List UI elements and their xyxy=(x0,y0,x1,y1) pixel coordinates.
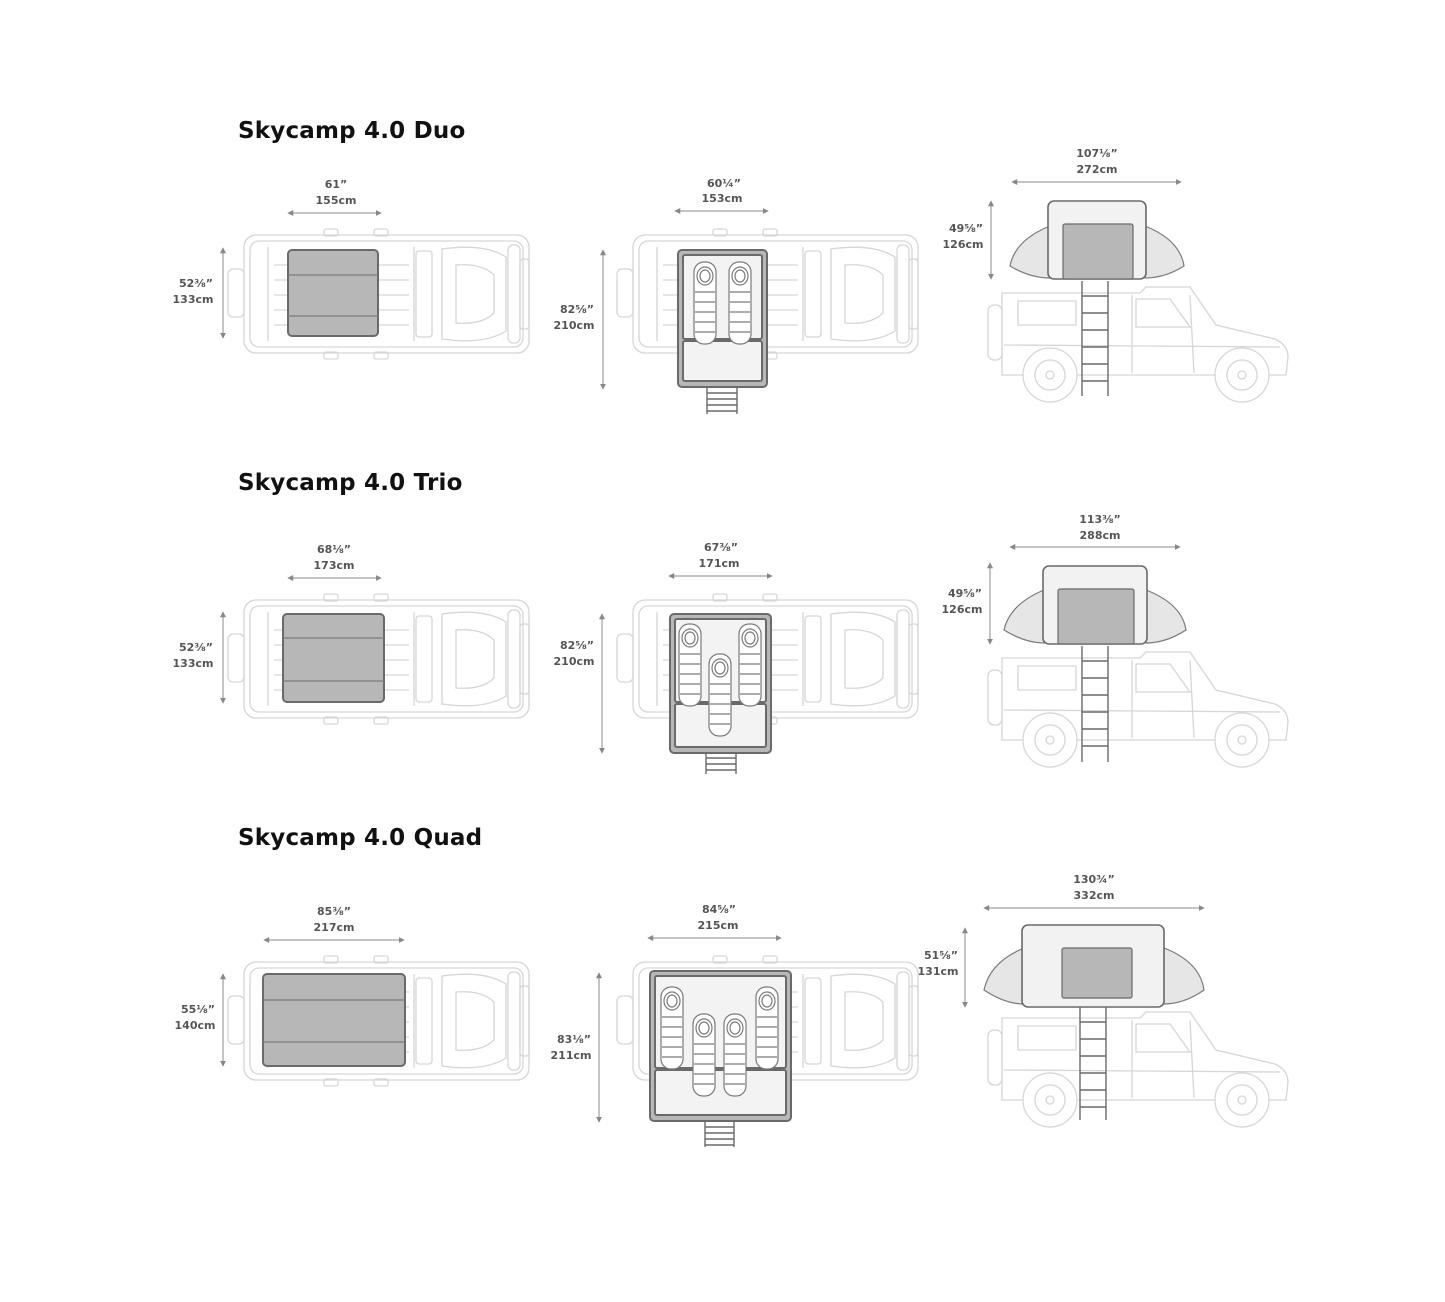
trio-closed-depth-in: 52⅜” xyxy=(179,641,213,654)
quad-closed-width-cm: 217cm xyxy=(314,921,355,934)
duo-closed-width-in: 61” xyxy=(325,178,348,191)
duo-closed-depth-in: 52⅜” xyxy=(179,277,213,290)
quad-side-height-cm: 131cm xyxy=(918,965,959,978)
quad-side-width-cm: 332cm xyxy=(1074,889,1115,902)
quad-side-height-in: 51⅝” xyxy=(924,949,958,962)
trio-closed-depth-cm: 133cm xyxy=(173,657,214,670)
duo-closed-tent xyxy=(287,249,379,337)
duo-closed-width-cm: 155cm xyxy=(316,194,357,207)
trio-side-width-cm: 288cm xyxy=(1080,529,1121,542)
trio-open-length-cm: 210cm xyxy=(554,655,595,668)
trio-side-height-in: 49⅝” xyxy=(948,587,982,600)
title-trio: Skycamp 4.0 Trio xyxy=(238,470,463,496)
trio-side-height-cm: 126cm xyxy=(942,603,983,616)
trio-open-width-in: 67⅜” xyxy=(704,541,738,554)
trio-closed-tent xyxy=(282,613,385,703)
duo-side-width-in: 107⅛” xyxy=(1076,147,1118,160)
duo-side-height-cm: 126cm xyxy=(943,238,984,251)
duo-open-length-cm: 210cm xyxy=(554,319,595,332)
quad-open-view: 84⅝” 215cm 83⅛” 211cm xyxy=(551,903,919,1147)
title-quad: Skycamp 4.0 Quad xyxy=(238,825,483,851)
quad-open-length-in: 83⅛” xyxy=(557,1033,591,1046)
quad-open-width-in: 84⅝” xyxy=(702,903,736,916)
quad-side-width-in: 130¾” xyxy=(1073,873,1115,886)
trio-closed-width-in: 68⅛” xyxy=(317,543,351,556)
quad-side-view: 130¾” 332cm 51⅝” 131cm xyxy=(918,873,1289,1128)
quad-open-length-cm: 211cm xyxy=(551,1049,592,1062)
trio-side-view: 113⅜” 288cm 49⅝” 126cm xyxy=(942,513,1289,768)
duo-side-view: 107⅛” 272cm 49⅝” 126cm xyxy=(943,147,1289,403)
title-duo: Skycamp 4.0 Duo xyxy=(238,118,466,144)
duo-side-height-in: 49⅝” xyxy=(949,222,983,235)
duo-open-width-cm: 153cm xyxy=(702,192,743,205)
duo-closed-depth-cm: 133cm xyxy=(173,293,214,306)
duo-open-length-in: 82⅝” xyxy=(560,303,594,316)
duo-closed-view: 61” 155cm 52⅜” 133cm xyxy=(173,178,530,360)
trio-open-length-in: 82⅝” xyxy=(560,639,594,652)
trio-closed-view: 68⅛” 173cm 52⅜” 133cm xyxy=(173,543,530,725)
quad-ladder xyxy=(704,1121,735,1147)
duo-open-view: 60¼” 153cm 82⅝” 210cm xyxy=(554,177,919,414)
trio-closed-width-cm: 173cm xyxy=(314,559,355,572)
quad-closed-tent xyxy=(262,973,406,1067)
duo-ladder xyxy=(706,387,738,414)
quad-closed-width-in: 85⅜” xyxy=(317,905,351,918)
quad-closed-depth-cm: 140cm xyxy=(175,1019,216,1032)
trio-open-width-cm: 171cm xyxy=(699,557,740,570)
trio-side-width-in: 113⅜” xyxy=(1079,513,1121,526)
quad-closed-view: 85⅜” 217cm 55⅛” 140cm xyxy=(175,905,530,1087)
duo-open-width-in: 60¼” xyxy=(707,177,741,190)
trio-ladder xyxy=(705,753,737,774)
trio-open-view: 67⅜” 171cm 82⅝” 210cm xyxy=(554,541,919,774)
quad-open-width-cm: 215cm xyxy=(698,919,739,932)
duo-side-width-cm: 272cm xyxy=(1077,163,1118,176)
quad-closed-depth-in: 55⅛” xyxy=(181,1003,215,1016)
